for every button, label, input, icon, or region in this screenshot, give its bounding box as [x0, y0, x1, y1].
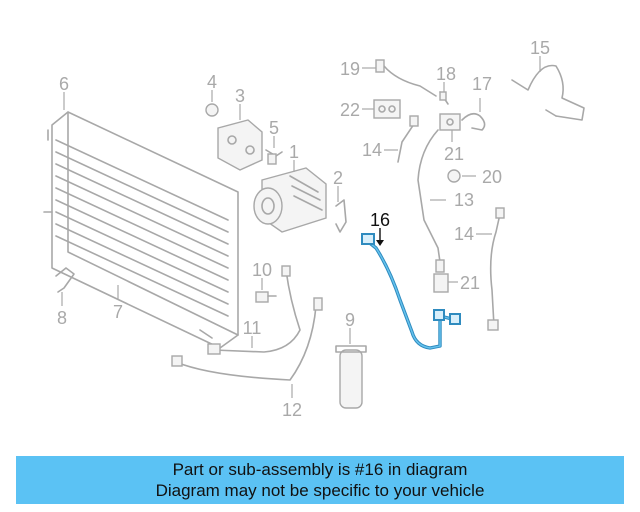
seal-kit-21-lower [433, 273, 458, 293]
hose-17 [461, 98, 486, 131]
callout-12: 12 [282, 400, 302, 420]
seal-kit-21-upper [439, 113, 461, 142]
callout-1: 1 [289, 142, 299, 162]
hose-12 [171, 297, 323, 398]
callout-14-lower: 14 [454, 224, 474, 244]
valve-core [439, 82, 449, 105]
callout-8: 8 [57, 308, 67, 328]
banner-line-part: Part or sub-assembly is #16 in diagram [172, 460, 468, 479]
bracket [335, 186, 347, 233]
callout-21-lower: 21 [460, 273, 480, 293]
callout-15: 15 [530, 38, 550, 58]
mounting-bracket [217, 104, 263, 171]
hose-14-upper [384, 115, 419, 163]
hose-13 [417, 129, 446, 273]
hose-14-lower [476, 207, 505, 331]
callout-22: 22 [340, 100, 360, 120]
callout-20: 20 [482, 167, 502, 187]
callout-19: 19 [340, 59, 360, 79]
nut [205, 90, 219, 117]
callout-6: 6 [59, 74, 69, 94]
clip [55, 267, 75, 306]
callout-9: 9 [345, 310, 355, 330]
parts-diagram: 1 2 3 4 5 6 7 8 9 10 11 12 13 14 14 15 1… [43, 38, 585, 420]
ac-compressor [253, 160, 327, 233]
callout-14-upper: 14 [362, 140, 382, 160]
banner-line-disclaimer: Diagram may not be specific to your vehi… [155, 481, 485, 500]
callout-17: 17 [472, 74, 492, 94]
callout-3: 3 [235, 86, 245, 106]
seal-kit-22 [362, 99, 401, 119]
callout-13: 13 [454, 190, 474, 210]
receiver-drier [335, 328, 367, 409]
pressure-switch [255, 278, 277, 303]
hose-19 [362, 59, 437, 97]
callout-7: 7 [113, 302, 123, 322]
discharge-hose-16[interactable] [361, 228, 461, 350]
hose-11 [207, 265, 301, 355]
hose-15 [511, 56, 585, 121]
callout-11: 11 [243, 318, 262, 338]
info-banner: Part or sub-assembly is #16 in diagram D… [16, 456, 624, 504]
callout-21-upper: 21 [444, 144, 464, 164]
condenser [43, 92, 239, 349]
callout-5: 5 [269, 118, 279, 138]
callout-4: 4 [207, 72, 217, 92]
bolt [265, 136, 283, 165]
cap [447, 169, 476, 183]
callout-18: 18 [436, 64, 456, 84]
callout-10: 10 [252, 260, 272, 280]
callout-2: 2 [333, 168, 343, 188]
callout-16: 16 [370, 210, 390, 230]
